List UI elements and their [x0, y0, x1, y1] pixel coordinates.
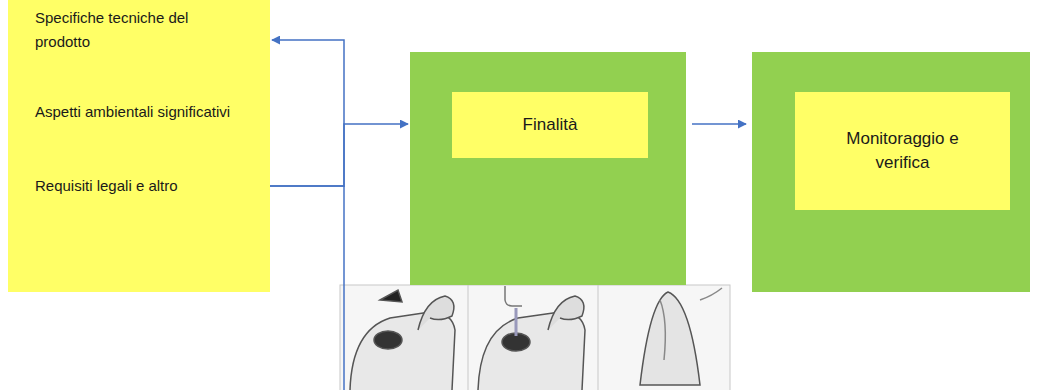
inlet-cap: [548, 296, 584, 330]
iron-standing-panel: [640, 288, 722, 385]
process-box: Monitoraggio e verifica: [752, 52, 1030, 292]
flow-arrow: [270, 40, 344, 186]
leader-line: [343, 186, 345, 390]
water-stream: [515, 308, 518, 336]
input-box: Aspetti ambientali significativi: [8, 90, 270, 160]
panel-divider: [598, 285, 599, 390]
arrow-mark: [380, 290, 402, 302]
panel-divider: [468, 285, 469, 390]
flow-arrow: [270, 124, 408, 186]
box-label: Monitoraggio e verifica: [795, 92, 1010, 210]
iron-body: [350, 312, 455, 390]
iron-water-panel: [478, 286, 585, 390]
input-label: Requisiti legali e altro: [35, 160, 240, 198]
photo-frame: [340, 285, 730, 390]
input-label: Aspetti ambientali significativi: [35, 90, 240, 124]
illustration-frame: [340, 285, 730, 390]
input-box: Specifiche tecniche del prodotto: [8, 0, 270, 90]
inlet-cap: [418, 296, 454, 330]
tap: [505, 286, 522, 306]
water-inlet: [374, 331, 402, 349]
iron-cord: [700, 288, 722, 300]
box-label: Finalità: [452, 92, 648, 158]
flow-arrow: [692, 123, 746, 125]
input-box: Requisiti legali e altro: [8, 160, 270, 292]
iron-body: [478, 312, 585, 390]
input-label: Specifiche tecniche del prodotto: [35, 0, 240, 54]
iron-soleplate: [640, 292, 700, 385]
iron-fill-panel: [350, 290, 455, 390]
iron-handle: [660, 300, 665, 360]
process-box: Finalità: [410, 52, 686, 285]
